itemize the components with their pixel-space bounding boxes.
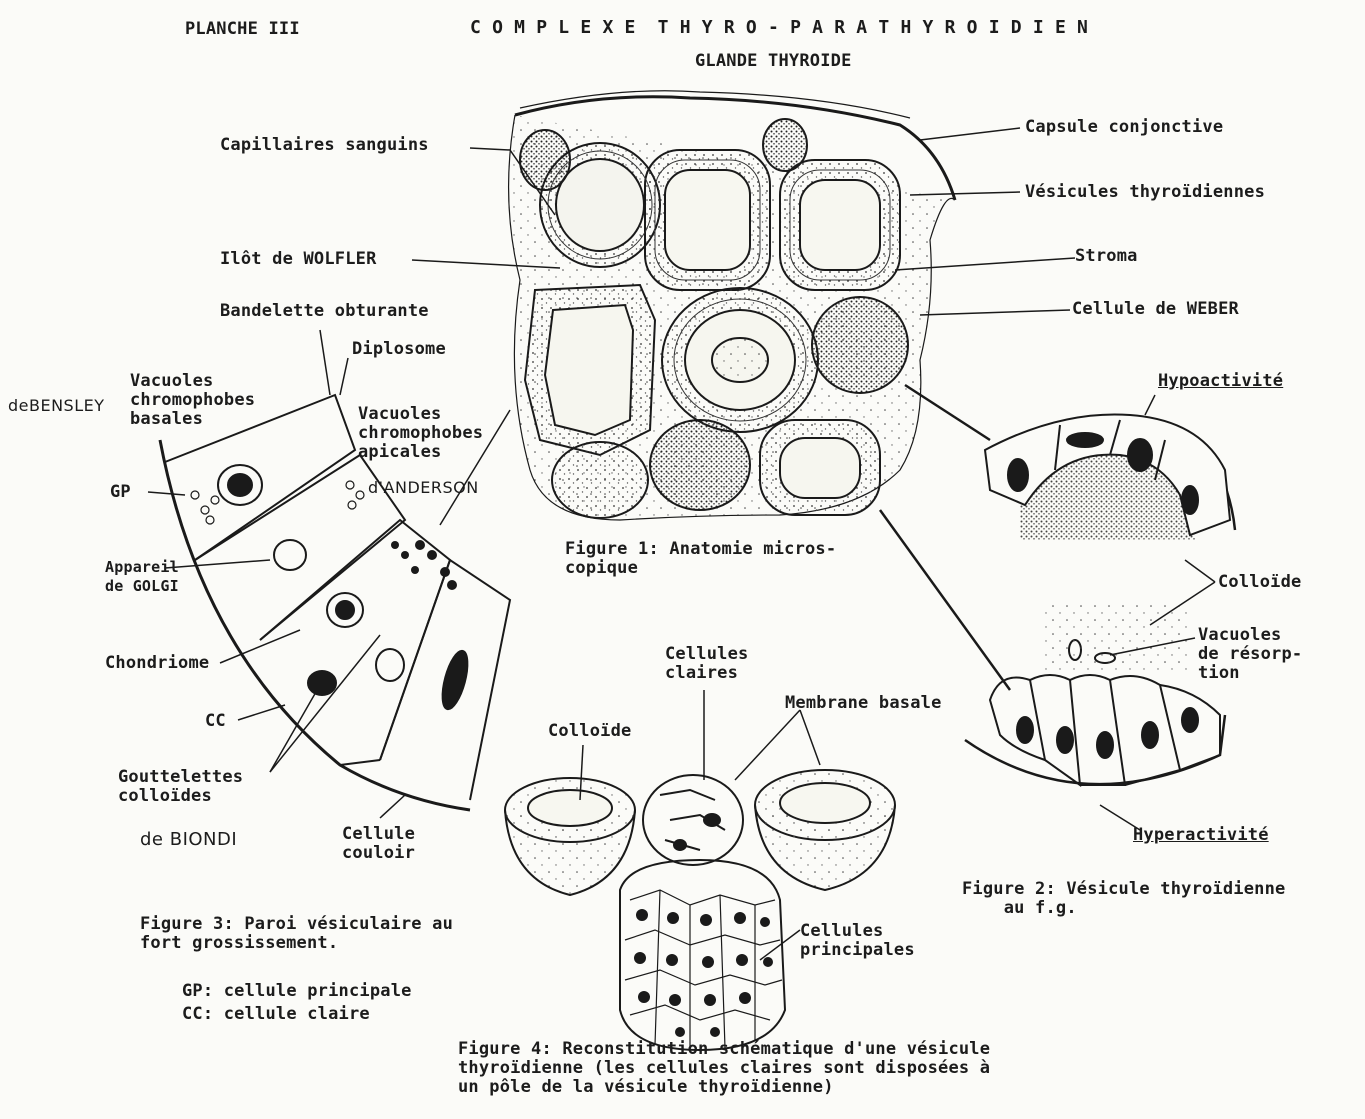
label-hyperactivite: Hyperactivité [1133,826,1269,845]
label-capsule: Capsule conjonctive [1025,118,1223,137]
label-hypoactivite: Hypoactivité [1158,372,1283,391]
label-cc: CC [205,712,226,731]
vesicle [552,442,648,518]
plate-number: PLANCHE III [185,20,300,39]
figure1-drawing [509,91,955,520]
page-subtitle: GLANDE THYROIDE [695,52,852,71]
label-capillaires: Capillaires sanguins [220,136,429,155]
label-debensley: deBENSLEY [8,396,105,415]
label-vacuoles-resorption: Vacuoles de résorp- tion [1198,626,1302,683]
vesicle [760,420,880,515]
dense-vesicle [650,420,750,510]
label-diplosome: Diplosome [352,340,446,359]
figure2-drawing [965,414,1235,785]
figure3-legend-cc: CC: cellule claire [182,1005,370,1024]
figure4-drawing [505,770,895,1050]
vesicle [645,150,770,290]
label-colloide-fig2: Colloïde [1218,573,1301,592]
label-cellules-claires: Cellules claires [665,645,748,683]
label-gp: GP [110,483,131,502]
vesicle [662,288,818,432]
label-cellules-principales: Cellules principales [800,922,915,960]
dense-vesicle [520,130,570,190]
label-vacuoles-basales: Vacuoles chromophobes basales [130,372,255,429]
label-gouttelettes: Gouttelettes colloïdes [118,768,243,806]
label-membrane-basale: Membrane basale [785,694,942,713]
label-vacuoles-apicales: Vacuoles chromophobes apicales [358,405,483,462]
figure3-legend-gp: GP: cellule principale [182,982,412,1001]
page-title: C O M P L E X E T H Y R O - P A R A T H … [470,18,1088,37]
figure2-caption: Figure 2: Vésicule thyroïdienne au f.g. [962,880,1285,918]
label-colloide-fig4: Colloïde [548,722,631,741]
figure1-caption: Figure 1: Anatomie micros- copique [565,540,836,578]
vesicle [525,285,655,455]
label-bandelette: Bandelette obturante [220,302,429,321]
figure3-caption: Figure 3: Paroi vésiculaire au fort gros… [140,915,453,953]
label-biondi: de BIONDI [140,830,237,849]
label-couloir: Cellule couloir [342,825,415,863]
label-anderson: d'ANDERSON [368,478,479,497]
dense-vesicle [763,119,807,171]
label-ilot-wolfler: Ilôt de WOLFLER [220,250,377,269]
dense-vesicle [812,297,908,393]
label-stroma: Stroma [1075,247,1138,266]
label-weber: Cellule de WEBER [1072,300,1239,319]
label-golgi: Appareil de GOLGI [105,558,179,596]
figure4-caption: Figure 4: Reconstitution schématique d'u… [458,1040,990,1097]
label-vesicules: Vésicules thyroïdiennes [1025,183,1265,202]
label-chondriome: Chondriome [105,654,209,673]
